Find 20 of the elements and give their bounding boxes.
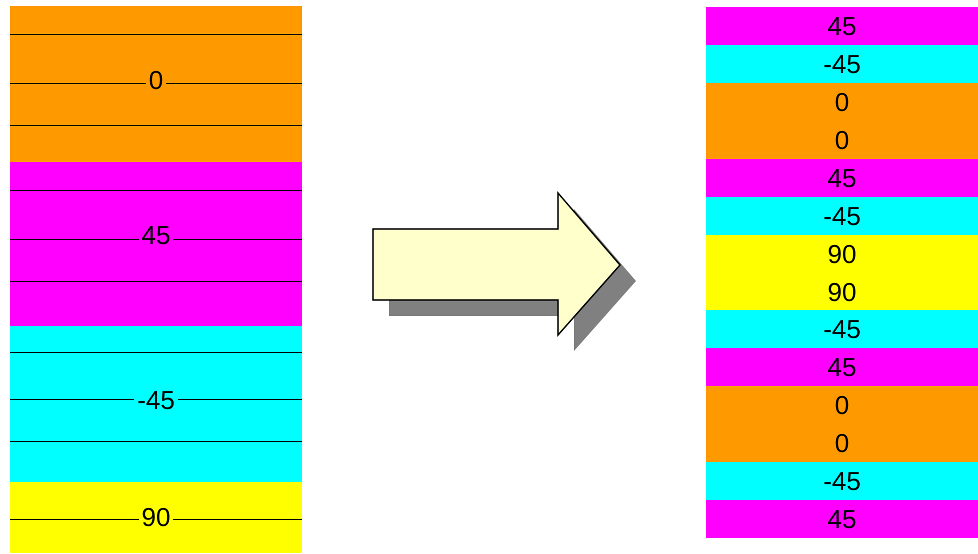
- ply-band: [706, 121, 978, 159]
- ply-band: [706, 386, 978, 424]
- ply-band: [10, 6, 302, 162]
- ply-band: [706, 310, 978, 348]
- ply-band: [706, 424, 978, 462]
- ply-band: [10, 482, 302, 553]
- ply-band: [706, 500, 978, 538]
- ply-band: [10, 162, 302, 326]
- ply-band: [706, 83, 978, 121]
- ply-band: [706, 348, 978, 386]
- laminate-stack: [10, 6, 302, 553]
- ply-band: [706, 197, 978, 235]
- laminate-stack: [706, 7, 978, 538]
- ply-band: [10, 326, 302, 482]
- ply-band: [706, 235, 978, 273]
- ply-band: [706, 159, 978, 197]
- ply-band: [706, 45, 978, 83]
- ply-band: [706, 273, 978, 310]
- ply-band: [706, 462, 978, 500]
- ply-band: [706, 7, 978, 45]
